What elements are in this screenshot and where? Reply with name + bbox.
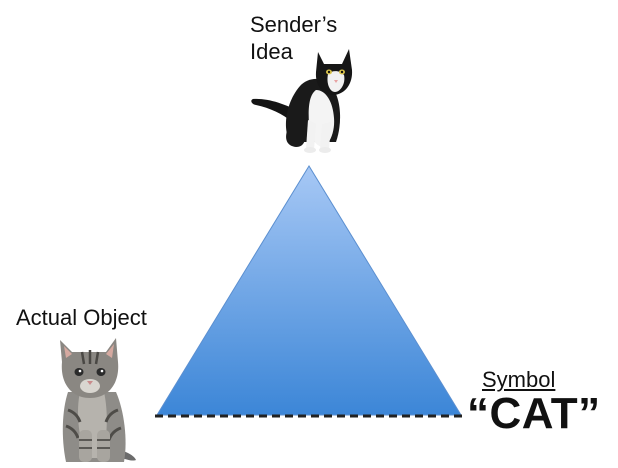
actual-object-label: Actual Object: [16, 305, 147, 330]
symbol-label: Symbol: [482, 367, 556, 392]
meaning-triangle: [156, 165, 462, 416]
sender-idea-label: Sender’s Idea: [250, 11, 337, 65]
sender-idea-label-line1: Sender’s: [250, 12, 338, 37]
sender-idea-label-line2: Idea: [250, 39, 293, 64]
symbol-word-cat: “CAT”: [467, 389, 601, 438]
